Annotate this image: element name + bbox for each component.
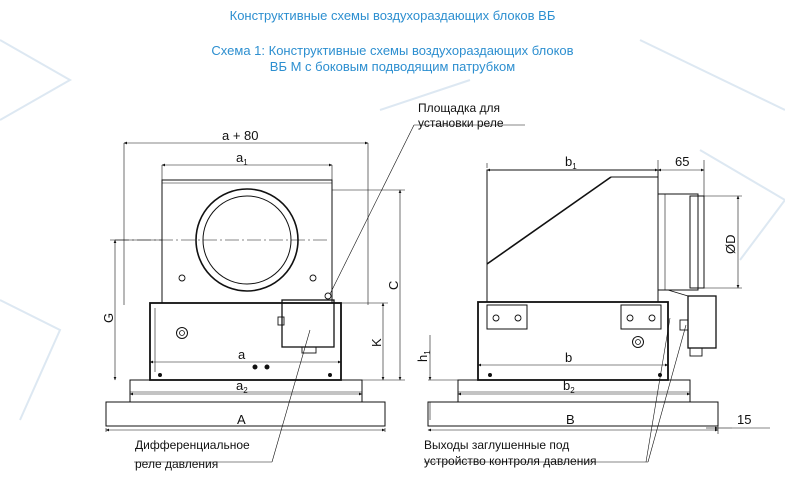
background-watermark xyxy=(0,39,785,421)
callout-outlets-line1: Выходы заглушенные под xyxy=(424,438,569,452)
relay-side-view xyxy=(687,295,717,349)
dim-b: b xyxy=(565,350,572,365)
pressure-relay-box xyxy=(281,299,335,348)
dim-K: K xyxy=(369,338,384,347)
dim-a: a xyxy=(238,347,246,362)
dim-15: 15 xyxy=(737,412,751,427)
dim-C: C xyxy=(386,281,401,290)
dim-h1: h1 xyxy=(415,350,432,362)
dim-A: A xyxy=(237,412,246,427)
callout-relay-platform-line1: Площадка для xyxy=(418,101,500,115)
dim-b2: b2 xyxy=(563,378,575,395)
dim-65: 65 xyxy=(675,154,689,169)
dim-B: B xyxy=(566,412,575,427)
left-inlet-collar xyxy=(161,179,333,304)
left-view xyxy=(105,179,386,427)
leader-lines xyxy=(134,124,687,463)
dim-b1: b1 xyxy=(565,154,577,171)
right-plenum-box xyxy=(477,301,669,381)
right-side-inlet-housing xyxy=(486,169,659,302)
callout-relay-platform-line2: установки реле xyxy=(418,116,504,130)
dim-a1: a1 xyxy=(236,150,248,167)
left-plenum-box xyxy=(149,302,342,381)
callout-outlets-line2: устройство контроля давления xyxy=(424,454,597,468)
dim-a2: a2 xyxy=(236,378,248,395)
right-view xyxy=(427,169,719,427)
dim-D: ØD xyxy=(723,235,738,255)
dim-a-plus-80: a + 80 xyxy=(222,128,259,143)
callout-diff-relay-line2: реле давления xyxy=(135,457,218,471)
right-dimensions xyxy=(427,160,770,434)
dim-G: G xyxy=(101,313,116,323)
left-dimensions xyxy=(105,141,405,432)
scheme-title: Схема 1: Конструктивные схемы воздухораз… xyxy=(211,43,574,58)
right-spigot xyxy=(657,193,699,291)
scheme-subtitle: ВБ М с боковым подводящим патрубком xyxy=(269,59,516,74)
callout-diff-relay-line1: Дифференциальное xyxy=(135,438,250,452)
page-title: Конструктивные схемы воздухораздающих бл… xyxy=(229,8,556,23)
